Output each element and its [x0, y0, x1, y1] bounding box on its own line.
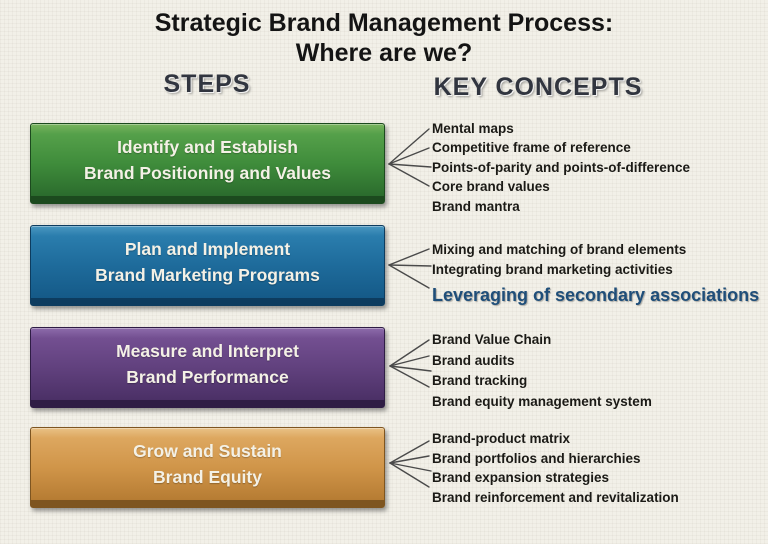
concept-list-grow: Brand-product matrix Brand portfolios an… — [432, 429, 679, 508]
concept-item: Brand audits — [432, 352, 515, 368]
step-label-line2: Brand Performance — [126, 367, 289, 387]
concept-item: Integrating brand marketing activities — [432, 262, 673, 277]
concept-item: Core brand values — [432, 179, 550, 195]
concept-item: Brand expansion strategies — [432, 470, 610, 486]
step-label-line1: Grow and Sustain — [133, 441, 282, 461]
concept-list-measure: Brand Value Chain Brand audits Brand tra… — [432, 330, 652, 412]
concept-item: Brand Value Chain — [432, 332, 552, 347]
step-box-grow-sustain: Grow and Sustain Brand Equity — [30, 427, 385, 508]
connector-fan-plan — [388, 248, 432, 289]
step-box-measure-interpret: Measure and Interpret Brand Performance — [30, 327, 385, 408]
connector-fan-grow — [389, 440, 432, 488]
step-label-line1: Identify and Establish — [117, 137, 298, 157]
step-label-line1: Plan and Implement — [124, 239, 291, 259]
concept-item: Mental maps — [432, 121, 514, 136]
step-label-line2: Brand Equity — [153, 467, 262, 487]
concept-item: Brand equity management system — [432, 393, 652, 409]
concept-item-emphasized: Leveraging of secondary associations — [432, 285, 760, 305]
concept-item: Mixing and matching of brand elements — [432, 242, 687, 257]
step-box-identify-establish: Identify and Establish Brand Positioning… — [30, 123, 385, 204]
concept-item: Brand-product matrix — [432, 431, 571, 446]
slide-title-line2: Where are we? — [295, 39, 473, 67]
slide-title: Strategic Brand Management Process: Wher… — [0, 8, 768, 68]
concept-item: Brand mantra — [432, 198, 520, 214]
concept-item: Brand reinforcement and revitalization — [432, 490, 679, 506]
step-label-line2: Brand Marketing Programs — [95, 265, 320, 285]
connector-fan-identify — [388, 128, 432, 187]
connector-fan-measure — [389, 339, 432, 388]
concept-list-identify: Mental maps Competitive frame of referen… — [432, 119, 690, 216]
concept-item: Points-of-parity and points-of-differenc… — [432, 159, 690, 175]
concept-item: Competitive frame of reference — [432, 140, 631, 156]
concept-item: Brand portfolios and hierarchies — [432, 450, 641, 466]
step-label-line1: Measure and Interpret — [116, 341, 299, 361]
step-box-plan-implement: Plan and Implement Brand Marketing Progr… — [30, 225, 385, 306]
steps-column-header: STEPS — [163, 70, 251, 98]
concept-list-plan: Mixing and matching of brand elements In… — [432, 240, 759, 308]
concept-item: Brand tracking — [432, 373, 528, 389]
step-label-line2: Brand Positioning and Values — [84, 163, 331, 183]
slide-title-line1: Strategic Brand Management Process: — [154, 9, 614, 37]
key-concepts-column-header: KEY CONCEPTS — [433, 73, 643, 101]
